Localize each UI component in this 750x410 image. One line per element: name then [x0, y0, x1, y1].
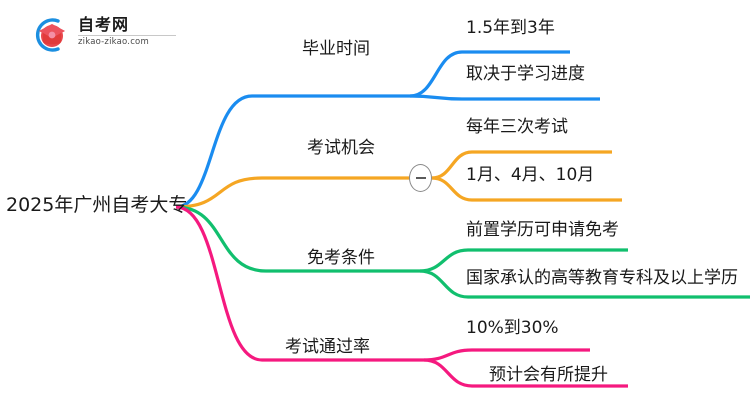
branch-split-1-upper: [409, 50, 570, 98]
branch-split-2-upper: [431, 150, 612, 180]
branch-node-4[interactable]: 考试通过率: [285, 337, 370, 357]
branch-trunk-2: [175, 176, 410, 209]
branch-split-2-lower: [431, 176, 622, 202]
site-logo: 自考网 zikao-zikao.com: [28, 12, 178, 58]
leaf-node-2-1[interactable]: 每年三次考试: [466, 117, 568, 137]
branch-trunk-4: [175, 205, 424, 362]
branch-split-4-lower: [423, 358, 628, 388]
branch-trunk-3: [175, 205, 420, 273]
logo-domain: zikao-zikao.com: [78, 37, 149, 47]
leaf-node-3-2[interactable]: 国家承认的高等教育专科及以上学历: [466, 268, 738, 288]
leaf-node-4-2[interactable]: 预计会有所提升: [489, 365, 608, 385]
logo-title: 自考网: [78, 15, 130, 34]
logo-divider: [78, 35, 176, 36]
branch-split-4-upper: [423, 348, 590, 362]
mindmap-root-node[interactable]: 2025年广州自考大专: [6, 194, 188, 216]
minus-circle-icon[interactable]: [409, 164, 432, 192]
minus-glyph: [415, 177, 426, 179]
leaf-node-1-1[interactable]: 1.5年到3年: [466, 18, 555, 38]
branch-trunk-1: [175, 94, 410, 209]
branch-node-1[interactable]: 毕业时间: [302, 39, 370, 59]
branch-node-2[interactable]: 考试机会: [307, 138, 375, 158]
leaf-node-4-1[interactable]: 10%到30%: [466, 318, 559, 338]
leaf-node-1-2[interactable]: 取决于学习进度: [466, 64, 585, 84]
branch-split-1-lower: [409, 94, 600, 101]
branch-split-3-lower: [419, 269, 750, 299]
leaf-node-3-1[interactable]: 前置学历可申请免考: [466, 220, 619, 240]
graduation-cap-logo-icon: [35, 18, 65, 52]
branch-node-3[interactable]: 免考条件: [307, 248, 375, 268]
leaf-node-2-2[interactable]: 1月、4月、10月: [466, 165, 595, 185]
